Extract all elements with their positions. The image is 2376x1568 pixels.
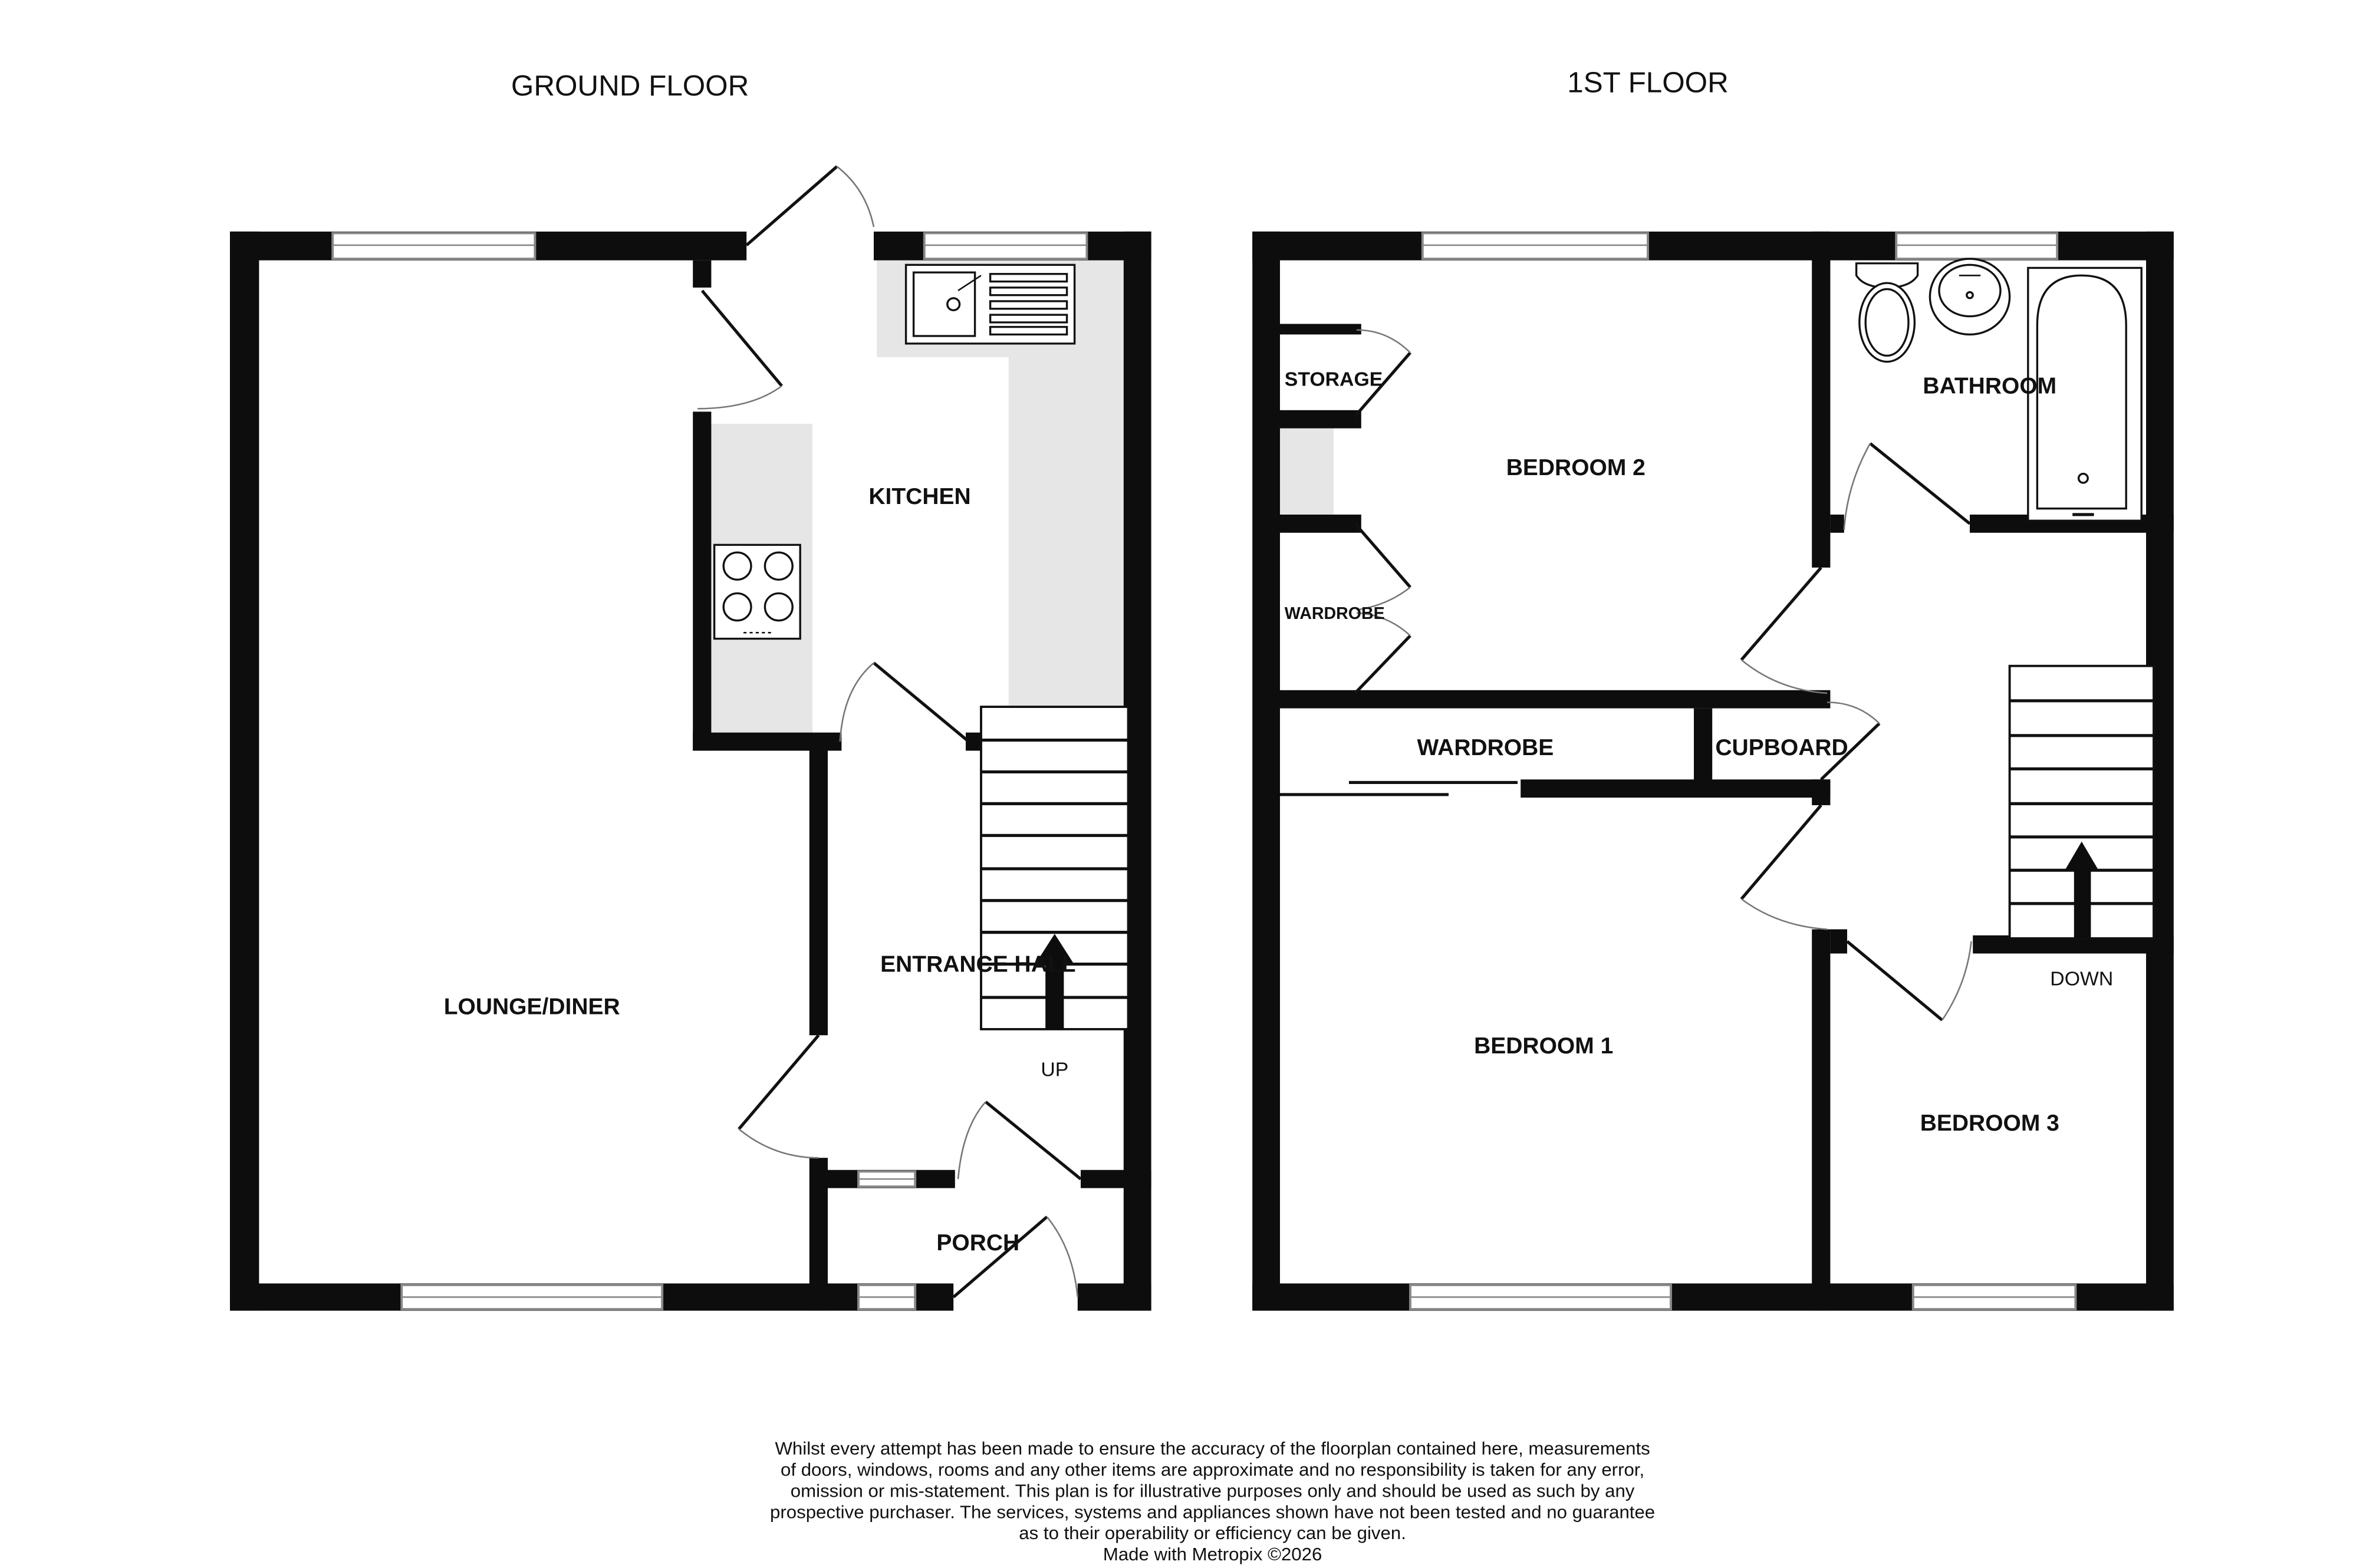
toilet: [1855, 262, 1919, 363]
disclaimer: Whilst every attempt has been made to en…: [770, 1438, 1655, 1565]
doors: [697, 165, 1082, 1299]
room-label-porch: PORCH: [936, 1230, 1019, 1256]
room-label-bedroom-2: BEDROOM 2: [1506, 455, 1646, 480]
room-label-wardrobe-small: WARDROBE: [1285, 604, 1385, 623]
arrow-up-icon: [2074, 867, 2091, 938]
room-label-storage: STORAGE: [1285, 369, 1383, 391]
room-label-kitchen: KITCHEN: [868, 484, 970, 509]
first-floor-plan: BEDROOM 1 BEDROOM 2 BEDROOM 3 BATHROOM W…: [1252, 231, 2174, 1311]
disclaimer-line: of doors, windows, rooms and any other i…: [781, 1460, 1644, 1480]
sink: [904, 263, 1076, 345]
room-label-bedroom-3: BEDROOM 3: [1920, 1111, 2059, 1136]
metropix-credit: Made with Metropix ©2026: [1103, 1544, 1322, 1564]
bath: [2027, 266, 2143, 522]
doors: [1354, 329, 1972, 1022]
room-label-entrance-hall: ENTRANCE HALL: [880, 952, 1075, 977]
ground-floor-title: GROUND FLOOR: [511, 70, 749, 102]
hob: [713, 543, 801, 640]
room-label-lounge: LOUNGE/DINER: [444, 994, 620, 1019]
room-label-bedroom-1: BEDROOM 1: [1474, 1033, 1613, 1059]
stairs-down-label: DOWN: [2050, 969, 2113, 990]
first-floor-title: 1ST FLOOR: [1567, 67, 1729, 99]
stairs-up: [980, 706, 1130, 1030]
basin: [1929, 258, 2011, 336]
disclaimer-line: as to their operability or efficiency ca…: [1019, 1523, 1406, 1543]
disclaimer-line: omission or mis-statement. This plan is …: [791, 1481, 1635, 1501]
disclaimer-line: prospective purchaser. The services, sys…: [770, 1501, 1655, 1522]
room-label-cupboard: CUPBOARD: [1715, 735, 1848, 760]
room-label-wardrobe: WARDROBE: [1417, 735, 1554, 760]
stairs-down: [2008, 664, 2155, 940]
stairs-up-label: UP: [1041, 1059, 1068, 1081]
arrow-up-icon: [1045, 959, 1064, 1029]
disclaimer-line: Whilst every attempt has been made to en…: [775, 1438, 1650, 1459]
ground-floor-plan: LOUNGE/DINER KITCHEN ENTRANCE HALL PORCH…: [230, 165, 1151, 1311]
room-label-bathroom: BATHROOM: [1923, 374, 2056, 399]
